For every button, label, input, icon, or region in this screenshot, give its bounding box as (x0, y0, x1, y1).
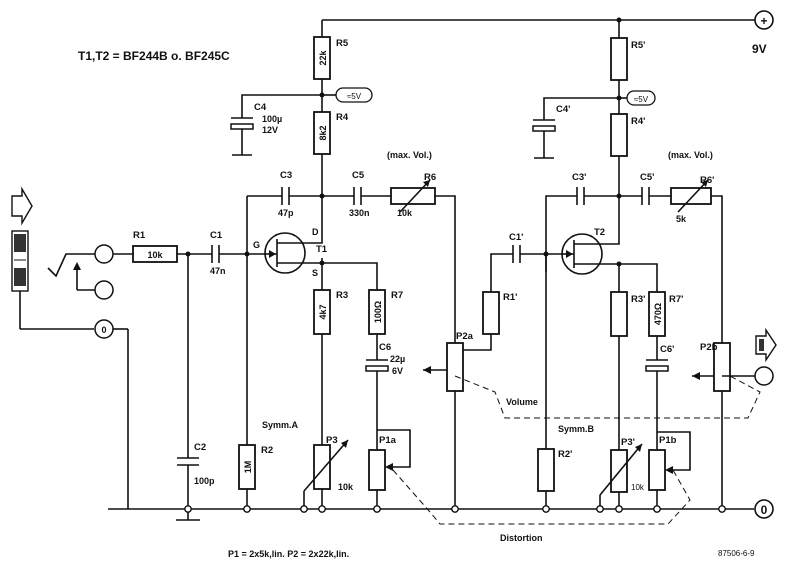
r6b-note: (max. Vol.) (668, 150, 713, 160)
r5-label: R5 (336, 38, 349, 49)
p2b-label: P2b (700, 342, 718, 353)
figure-code: 87506-6-9 (718, 549, 755, 558)
potentiometer-p1a (368, 449, 386, 491)
stage-a: 10k R1 C2 100p C1 47n G D S T1 1M (113, 36, 474, 521)
c4-voltage: 12V (262, 125, 278, 135)
resistor-r1b (482, 291, 500, 335)
r6b-label: R6' (700, 175, 714, 186)
r3-value: 4k7 (318, 304, 328, 319)
p1b-label: P1b (659, 435, 677, 446)
r7b-value: 470Ω (653, 303, 663, 325)
r6b-value: 5k (676, 214, 687, 224)
input-jack-icon (11, 186, 33, 292)
variable-resistor-r6b (670, 187, 712, 205)
c5-label: C5 (352, 170, 365, 181)
r6-label: R6 (424, 172, 436, 183)
r4-value: 8k2 (318, 125, 328, 140)
r4-label: R4 (336, 112, 349, 123)
c6b-label: C6' (660, 344, 674, 355)
r7-value: 100Ω (373, 301, 383, 323)
p3b-label: P3' (621, 437, 635, 448)
t2-label: T2 (594, 227, 605, 238)
p3b-value: 10k (631, 483, 645, 492)
c2-value: 100p (194, 476, 215, 486)
distortion-label: Distortion (500, 533, 543, 543)
symm-b-label: Symm.B (558, 424, 595, 434)
c4b-label: C4' (556, 104, 570, 115)
resistor-r3b (610, 291, 628, 337)
c3-label: C3 (280, 170, 292, 181)
r2-label: R2 (261, 445, 273, 456)
c3b-label: C3' (572, 172, 586, 183)
distortion-link: Distortion (392, 469, 691, 543)
c5-value: 330n (349, 208, 370, 218)
c6-label: C6 (379, 342, 391, 353)
t1-drain-label: D (312, 227, 319, 237)
volume-label: Volume (506, 397, 538, 407)
c1b-label: C1' (509, 232, 523, 243)
potentiometer-p3 (313, 444, 331, 490)
ground-rail: 0 (108, 499, 774, 519)
c1-label: C1 (210, 230, 223, 241)
supply-rail (321, 17, 755, 38)
r1-value: 10k (147, 250, 163, 260)
supply-voltage: 9V (752, 42, 767, 56)
input-wiring: 0 (19, 244, 129, 509)
variable-resistor-r6 (390, 187, 436, 205)
p1a-label: P1a (379, 435, 397, 446)
r6-note: (max. Vol.) (387, 150, 432, 160)
resistor-r5b (610, 37, 628, 81)
t1-gate-label: G (253, 240, 260, 250)
symm-a-label: Symm.A (262, 420, 299, 430)
r2b-label: R2' (558, 449, 572, 460)
r1b-label: R1' (503, 292, 517, 303)
r3b-label: R3' (631, 294, 645, 305)
node-b-voltage: ≈5V (634, 95, 649, 104)
c4-label: C4 (254, 102, 267, 113)
r7b-label: R7' (669, 294, 683, 305)
r5-value: 22k (318, 50, 328, 66)
ground-terminal-label: 0 (761, 503, 768, 517)
potentiometer-p2a (446, 342, 464, 392)
r5b-label: R5' (631, 40, 645, 51)
c4-value: 100µ (262, 114, 282, 124)
resistor-r2b (537, 448, 555, 492)
potentiometer-spec: P1 = 2x5k,lin. P2 = 2x22k,lin. (228, 549, 349, 559)
r6-value: 10k (397, 208, 413, 218)
p3-label: P3 (326, 435, 338, 446)
c6-voltage: 6V (392, 366, 403, 376)
output-jack-icon (755, 327, 777, 363)
stage-b: R5' R4' ≈5V C4' C3' C5' R6' 5k (max. Vol… (463, 37, 774, 513)
volume-link: Volume (454, 375, 761, 419)
c1-value: 47n (210, 266, 226, 276)
p3-value: 10k (338, 482, 354, 492)
r1-label: R1 (133, 230, 146, 241)
r7-label: R7 (391, 290, 403, 301)
supply-plus: + (760, 14, 767, 28)
potentiometer-p1b (648, 449, 666, 491)
transistor-spec: T1,T2 = BF244B o. BF245C (78, 49, 230, 63)
r4b-label: R4' (631, 116, 645, 127)
t1-source-label: S (312, 268, 318, 278)
c6-value: 22µ (390, 354, 405, 364)
supply-terminal: + 9V (752, 10, 774, 56)
c2-label: C2 (194, 442, 206, 453)
input-ground-label: 0 (101, 325, 106, 335)
t1-label: T1 (316, 244, 328, 255)
node-a-voltage: ≈5V (347, 92, 362, 101)
p2a-label: P2a (456, 331, 474, 342)
c3-value: 47p (278, 208, 294, 218)
resistor-r4b (610, 113, 628, 157)
r3-label: R3 (336, 290, 348, 301)
r2-value: 1M (243, 461, 253, 474)
c5b-label: C5' (640, 172, 654, 183)
